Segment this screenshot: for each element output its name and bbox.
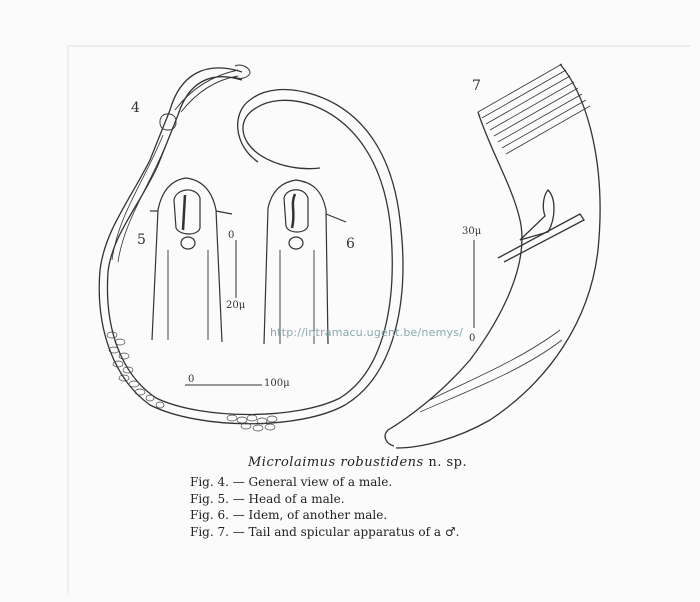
fig7-number: 7 <box>472 78 481 94</box>
legend-line: Fig. 5. — Head of a male. <box>190 491 345 506</box>
fig6-head-drawing <box>263 179 347 345</box>
body-scale-start: 0 <box>188 374 195 385</box>
scale-bars <box>185 240 475 386</box>
fig6-number: 6 <box>346 236 355 252</box>
fig5-number: 5 <box>137 232 146 248</box>
species-suffix: n. sp. <box>423 455 468 470</box>
tail-scale-end: 30μ <box>462 226 482 237</box>
species-name: Microlaimus robustidens <box>248 455 424 470</box>
caption-title: Microlaimus robustidens n. sp. <box>248 455 467 470</box>
fig5-head-drawing <box>150 177 233 343</box>
body-scale-end: 100μ <box>264 378 290 389</box>
legend-line: Fig. 4. — General view of a male. <box>190 475 393 489</box>
watermark-url: http://intramacu.ugent.be/nemys/ <box>270 326 464 339</box>
tail-scale-start: 0 <box>469 333 476 344</box>
figure-legend: Fig. 4. — General view of a male. Fig. 5… <box>190 474 459 540</box>
fig4-body-drawing <box>98 64 404 425</box>
fig4-gonad-cells <box>106 331 278 432</box>
fig7-tail-drawing <box>384 63 601 449</box>
legend-line: Fig. 7. — Tail and spicular apparatus of… <box>190 524 460 539</box>
heads-scale-end: 20μ <box>226 300 246 311</box>
legend-line: Fig. 6. — Idem, of another male. <box>190 508 388 522</box>
fig4-number: 4 <box>131 100 140 116</box>
heads-scale-start: 0 <box>228 230 235 241</box>
